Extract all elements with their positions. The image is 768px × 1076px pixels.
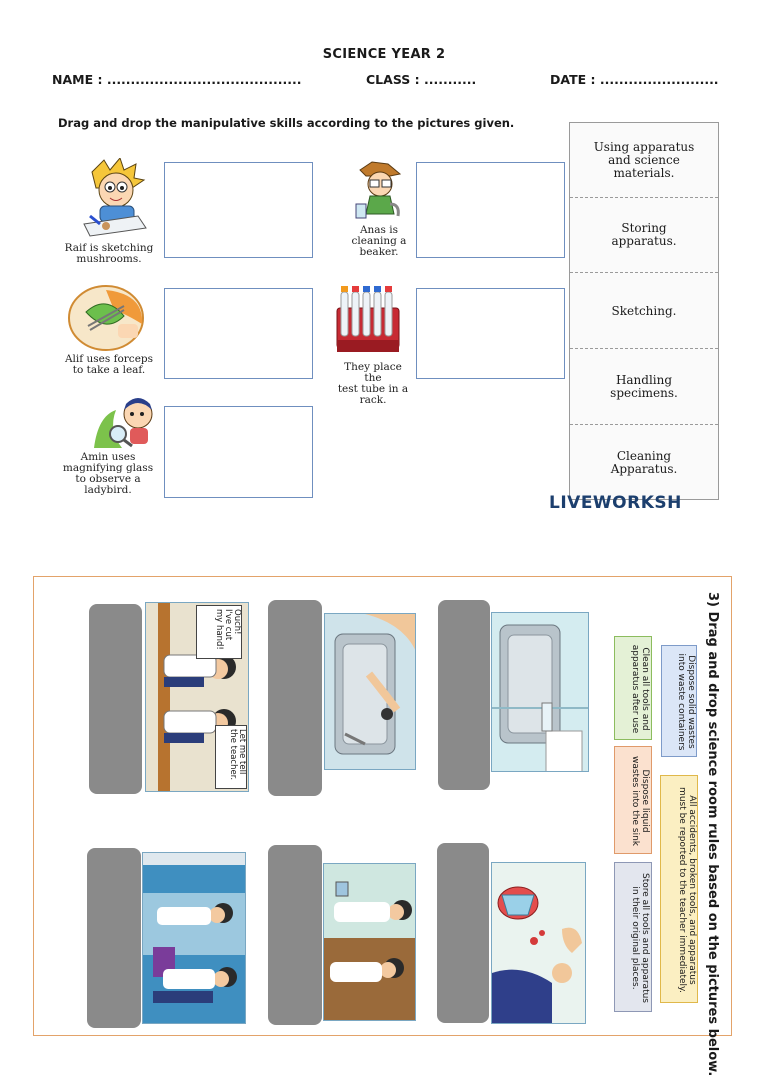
drop-box-alif[interactable] xyxy=(164,288,313,379)
caption-raif: Raif is sketching mushrooms. xyxy=(64,242,154,265)
forceps-leaf-illustration xyxy=(68,285,144,351)
caption-alif: Alif uses forceps to take a leaf. xyxy=(64,353,154,376)
boy-cleaning-beaker-illustration xyxy=(355,161,402,219)
skill-using-apparatus[interactable]: Using apparatus and science materials. xyxy=(570,123,718,198)
drop-box-test-tube[interactable] xyxy=(416,288,565,379)
worksheet-title: SCIENCE YEAR 2 xyxy=(322,47,446,62)
rule-text-solid-waste: Dispose solid wastes into waste containe… xyxy=(676,653,696,751)
caption-test-tube: They place the test tube in a rack. xyxy=(337,361,409,406)
skill-cleaning-apparatus[interactable]: Cleaning Apparatus. xyxy=(610,448,678,476)
rule-card-store-tools[interactable]: Store all tools and apparatus in their o… xyxy=(614,862,652,1012)
rule-card-liquid-waste[interactable]: Dispose liquid wastes into the sink xyxy=(614,746,652,854)
drop-box-raif[interactable] xyxy=(164,162,313,258)
caption-anas: Anas is cleaning a beaker. xyxy=(351,224,407,258)
skills-bank: Using apparatus and science materials. S… xyxy=(569,122,719,500)
date-field: DATE : ......................... xyxy=(550,72,719,87)
rule-card-solid-waste[interactable]: Dispose solid wastes into waste containe… xyxy=(661,645,697,757)
speech-text-tell-teacher: Let me tell the teacher. xyxy=(228,729,247,781)
skill-storing-apparatus[interactable]: Storing apparatus. xyxy=(570,198,718,273)
picture-storing-apparatus xyxy=(142,852,246,1024)
rule-card-clean-tools[interactable]: Clean all tools and apparatus after use xyxy=(614,636,652,740)
picture-clean-table xyxy=(323,863,416,1021)
liveworksheets-logo: LIVEWORKSH xyxy=(549,494,682,508)
test-tube-rack-illustration xyxy=(336,286,400,352)
drop-slot-4[interactable] xyxy=(87,848,141,1028)
boy-sketching-illustration xyxy=(83,158,147,237)
instruction-text: Drag and drop the manipulative skills ac… xyxy=(58,116,515,130)
skill-handling-specimens[interactable]: Handling specimens. xyxy=(570,350,718,425)
speech-bubble-ouch: Ouch! I've cut my hand! xyxy=(196,605,242,659)
question-3-text: 3) Drag and drop science room rules base… xyxy=(705,592,720,1076)
drop-slot-1[interactable] xyxy=(89,604,142,794)
rule-text-store-tools: Store all tools and apparatus in their o… xyxy=(630,872,650,1003)
drop-box-anas[interactable] xyxy=(416,162,565,258)
rule-card-report-accidents[interactable]: All accidents, broken tools, and apparat… xyxy=(660,775,698,1003)
rule-text-clean-tools: Clean all tools and apparatus after use xyxy=(630,644,650,734)
name-field: NAME : .................................… xyxy=(52,72,302,87)
picture-liquid-waste xyxy=(491,612,589,772)
class-field: CLASS : ........... xyxy=(366,72,477,87)
rule-text-report-accidents: All accidents, broken tools, and apparat… xyxy=(677,787,697,993)
drop-slot-6[interactable] xyxy=(437,843,489,1023)
skill-sketching[interactable]: Sketching. xyxy=(570,274,718,349)
drop-slot-2[interactable] xyxy=(268,600,322,796)
picture-solid-waste xyxy=(491,862,586,1024)
speech-bubble-tell-teacher: Let me tell the teacher. xyxy=(215,725,247,789)
drop-slot-5[interactable] xyxy=(268,845,322,1025)
question-3-heading: 3) Drag and drop science room rules base… xyxy=(700,592,722,1076)
rule-text-liquid-waste: Dispose liquid wastes into the sink xyxy=(630,755,650,847)
drop-box-amin[interactable] xyxy=(164,406,313,498)
caption-amin: Amin uses magnifying glass to observe a … xyxy=(62,451,154,496)
speech-text-ouch: Ouch! I've cut my hand! xyxy=(214,609,242,650)
drop-slot-3[interactable] xyxy=(438,600,490,790)
magnifying-glass-illustration xyxy=(94,398,153,448)
picture-cleaning-tools xyxy=(324,613,416,770)
